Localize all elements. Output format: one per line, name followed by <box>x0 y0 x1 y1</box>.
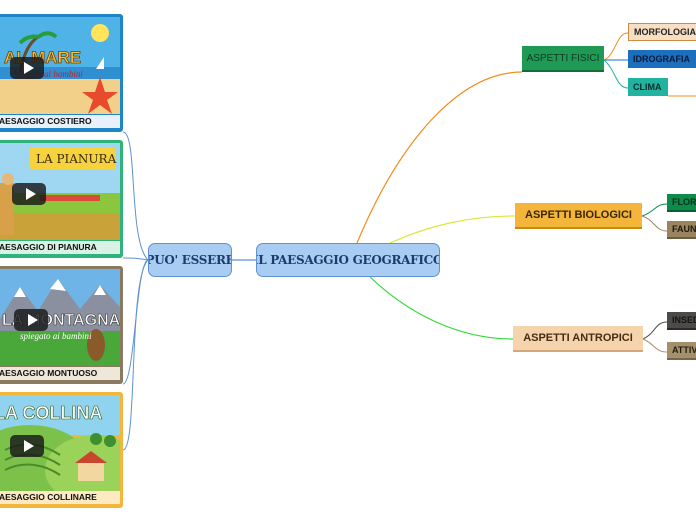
thumb-subtitle: Viaggio ai bambini <box>14 69 83 79</box>
video-play-icon[interactable] <box>14 309 48 331</box>
thumb-title: LA COLLINA <box>0 403 102 423</box>
link-video-2 <box>122 257 149 261</box>
video-card-montuoso[interactable]: LA MONTAGNA spiegato ai bambini PAESAGGI… <box>0 266 123 384</box>
video-thumbnail: LA MONTAGNA spiegato ai bambini <box>0 269 120 366</box>
link-clima <box>603 59 629 89</box>
video-thumbnail: AL MARE Viaggio ai bambini <box>0 17 120 114</box>
thumb-subtitle: spiegato ai bambini <box>20 331 92 341</box>
thumb-title: LA PIANURA <box>36 152 117 166</box>
branch-aspetti-biologici[interactable]: ASPETTI BIOLOGICI <box>515 203 642 229</box>
link-flora <box>641 203 668 217</box>
link-fisici <box>356 71 523 244</box>
video-caption: PAESAGGIO COSTIERO <box>0 115 120 128</box>
leaf-flora[interactable]: FLORA <box>667 194 696 212</box>
leaf-clima[interactable]: CLIMA <box>628 78 668 96</box>
video-caption: PAESAGGIO COLLINARE <box>0 491 120 504</box>
link-morfologia <box>603 32 629 61</box>
video-play-icon[interactable] <box>12 183 46 205</box>
video-play-icon[interactable] <box>10 57 44 79</box>
video-caption: PAESAGGIO MONTUOSO <box>0 367 120 380</box>
link-fauna <box>641 215 668 232</box>
video-thumbnail: LA PIANURA <box>0 143 120 240</box>
link-attivita <box>642 338 668 353</box>
leaf-attivita[interactable]: ATTIVITA' <box>667 342 696 360</box>
central-topic[interactable]: IL PAESAGGIO GEOGRAFICO <box>256 243 440 277</box>
leaf-insediamenti[interactable]: INSEDIAMENTI <box>667 312 696 330</box>
link-video-1 <box>122 131 149 261</box>
video-card-collinare[interactable]: LA COLLINA PAESAGGIO COLLINARE <box>0 392 123 508</box>
connector-node[interactable]: PUO' ESSERE <box>148 243 232 277</box>
link-antropici <box>369 276 514 340</box>
video-caption: PAESAGGIO DI PIANURA <box>0 241 120 254</box>
link-biologici <box>389 215 516 244</box>
video-thumbnail: LA COLLINA <box>0 395 120 492</box>
video-play-icon[interactable] <box>10 435 44 457</box>
link-insediamenti <box>642 321 668 340</box>
leaf-idrografia[interactable]: IDROGRAFIA <box>628 50 696 68</box>
branch-aspetti-fisici[interactable]: ASPETTI FISICI <box>522 46 604 72</box>
leaf-morfologia[interactable]: MORFOLOGIA <box>628 23 696 41</box>
video-card-costiero[interactable]: AL MARE Viaggio ai bambini PAESAGGIO COS… <box>0 14 123 132</box>
link-video-4 <box>122 259 149 451</box>
video-card-pianura[interactable]: LA PIANURA PAESAGGIO DI PIANURA <box>0 140 123 258</box>
leaf-fauna[interactable]: FAUNA <box>667 221 696 239</box>
branch-aspetti-antropici[interactable]: ASPETTI ANTROPICI <box>513 326 643 352</box>
